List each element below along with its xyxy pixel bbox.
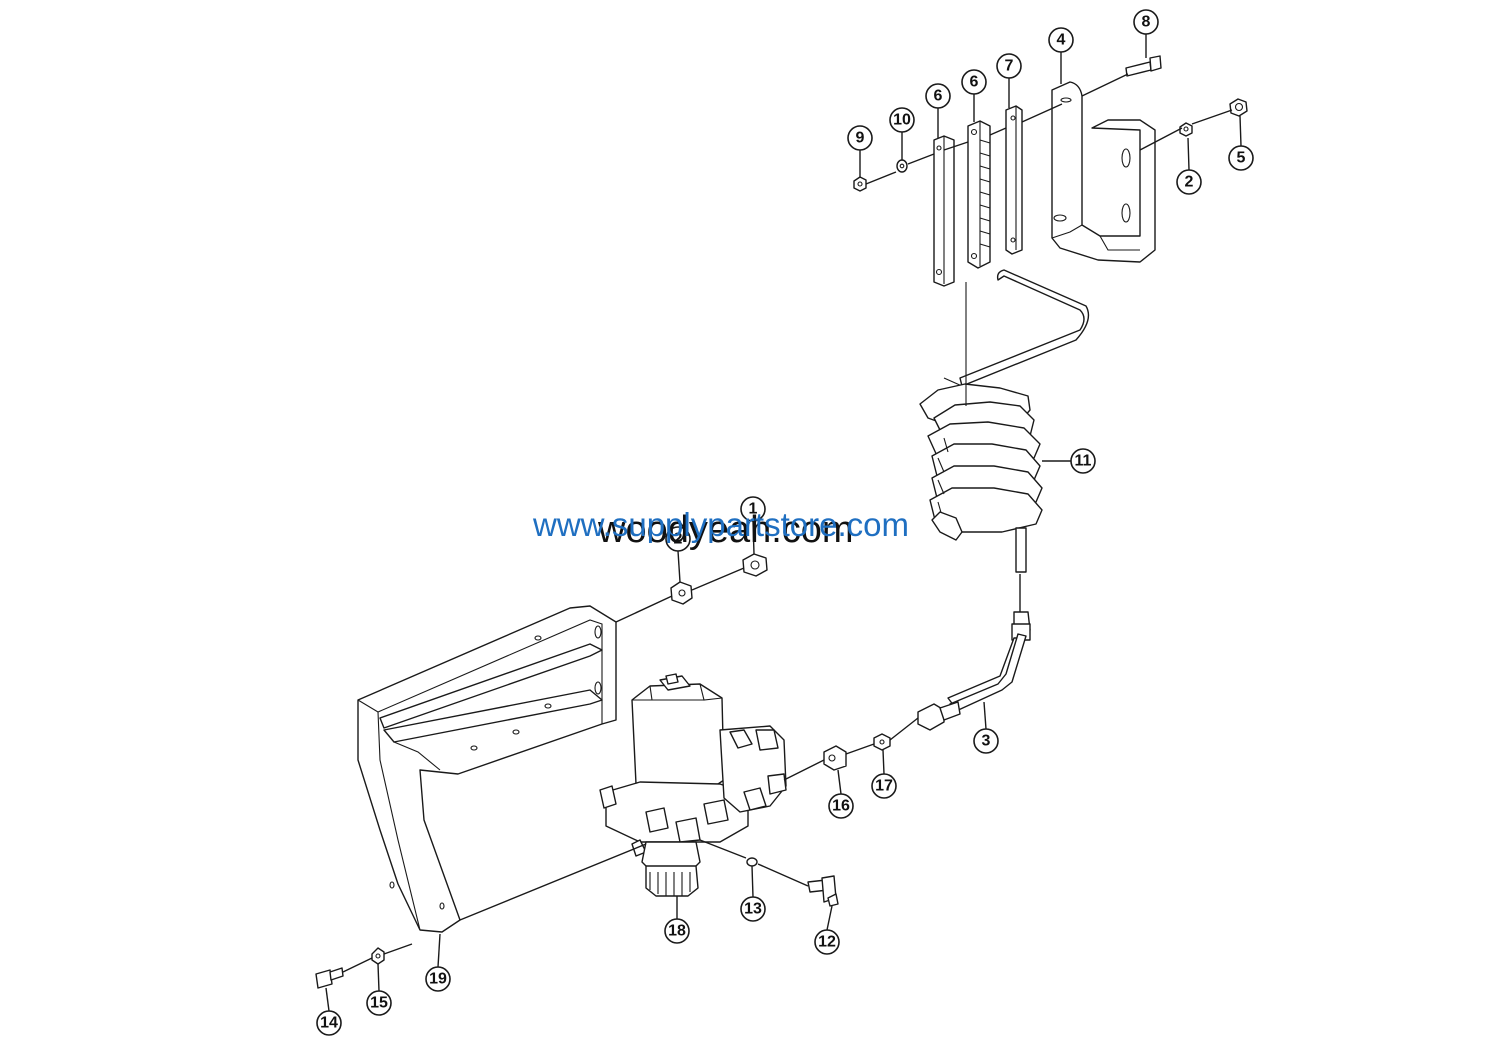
callout-label: 11 <box>1075 453 1092 470</box>
callout-label: 4 <box>1057 32 1066 49</box>
callout-19: 19 <box>425 966 451 992</box>
callout-2-lower: 2 <box>665 526 691 552</box>
callout-2-upper: 2 <box>1176 169 1202 195</box>
watermark-woodyeah: woodyeah.com <box>597 509 854 551</box>
bolt-part-14 <box>315 967 344 989</box>
nut-part-1 <box>742 553 768 577</box>
coil-pipe-part-11 <box>919 269 1090 573</box>
callout-15: 15 <box>366 990 392 1016</box>
air-dryer-part-18 <box>599 673 787 897</box>
callout-13: 13 <box>740 896 766 922</box>
fitting-part-16 <box>823 745 847 771</box>
callout-17: 17 <box>871 773 897 799</box>
callout-label: 1 <box>749 501 758 518</box>
callout-12: 12 <box>814 929 840 955</box>
callout-10: 10 <box>889 107 915 133</box>
callout-4: 4 <box>1048 27 1074 53</box>
nut-part-5 <box>1229 98 1248 117</box>
callout-label: 2 <box>1185 174 1194 191</box>
callout-7: 7 <box>996 53 1022 79</box>
callout-label: 18 <box>668 923 686 940</box>
callout-label: 2 <box>674 531 683 548</box>
washer-part-15 <box>371 947 385 965</box>
callout-label: 6 <box>970 74 979 91</box>
callout-14: 14 <box>316 1010 342 1036</box>
washer-part-2-upper <box>1179 122 1193 137</box>
callout-8: 8 <box>1133 9 1159 35</box>
nut-part-9 <box>853 176 867 192</box>
callout-18: 18 <box>664 918 690 944</box>
callout-3: 3 <box>973 728 999 754</box>
callout-label: 5 <box>1237 150 1246 167</box>
callout-label: 13 <box>744 901 762 918</box>
callout-label: 16 <box>832 798 850 815</box>
elbow-fitting-part-12 <box>807 875 839 907</box>
callout-label: 7 <box>1005 58 1014 75</box>
callout-label: 17 <box>875 778 893 795</box>
watermark-supplypartstore: www.supplypartstore.com <box>532 506 909 543</box>
bracket-part-19 <box>357 605 617 933</box>
o-ring-part-13 <box>746 857 758 867</box>
callout-label: 3 <box>982 733 991 750</box>
callout-label: 8 <box>1142 14 1151 31</box>
callout-label: 19 <box>429 971 447 988</box>
washer-part-17 <box>873 733 891 751</box>
strip-part-6 <box>933 135 955 287</box>
callout-label: 15 <box>370 995 388 1012</box>
washer-part-10 <box>896 159 908 173</box>
callout-label: 12 <box>818 934 836 951</box>
callout-leaders <box>325 34 1242 1012</box>
callout-label: 10 <box>893 112 911 129</box>
callout-label: 9 <box>856 130 865 147</box>
bracket-part-4 <box>1051 81 1156 263</box>
pipe-part-3 <box>917 611 1031 731</box>
callout-label: 6 <box>934 88 943 105</box>
callout-16: 16 <box>828 793 854 819</box>
bolt-part-8 <box>1125 55 1162 77</box>
callout-5: 5 <box>1228 145 1254 171</box>
callout-1: 1 <box>740 496 766 522</box>
callout-6-left: 6 <box>925 83 951 109</box>
washer-part-2-lower <box>670 581 693 605</box>
callout-11: 11 <box>1070 448 1096 474</box>
clamp-strip-part-6-serrated <box>967 120 991 269</box>
callout-9: 9 <box>847 125 873 151</box>
callout-6-right: 6 <box>961 69 987 95</box>
strap-part-7 <box>1005 105 1023 255</box>
callout-label: 14 <box>320 1015 338 1032</box>
